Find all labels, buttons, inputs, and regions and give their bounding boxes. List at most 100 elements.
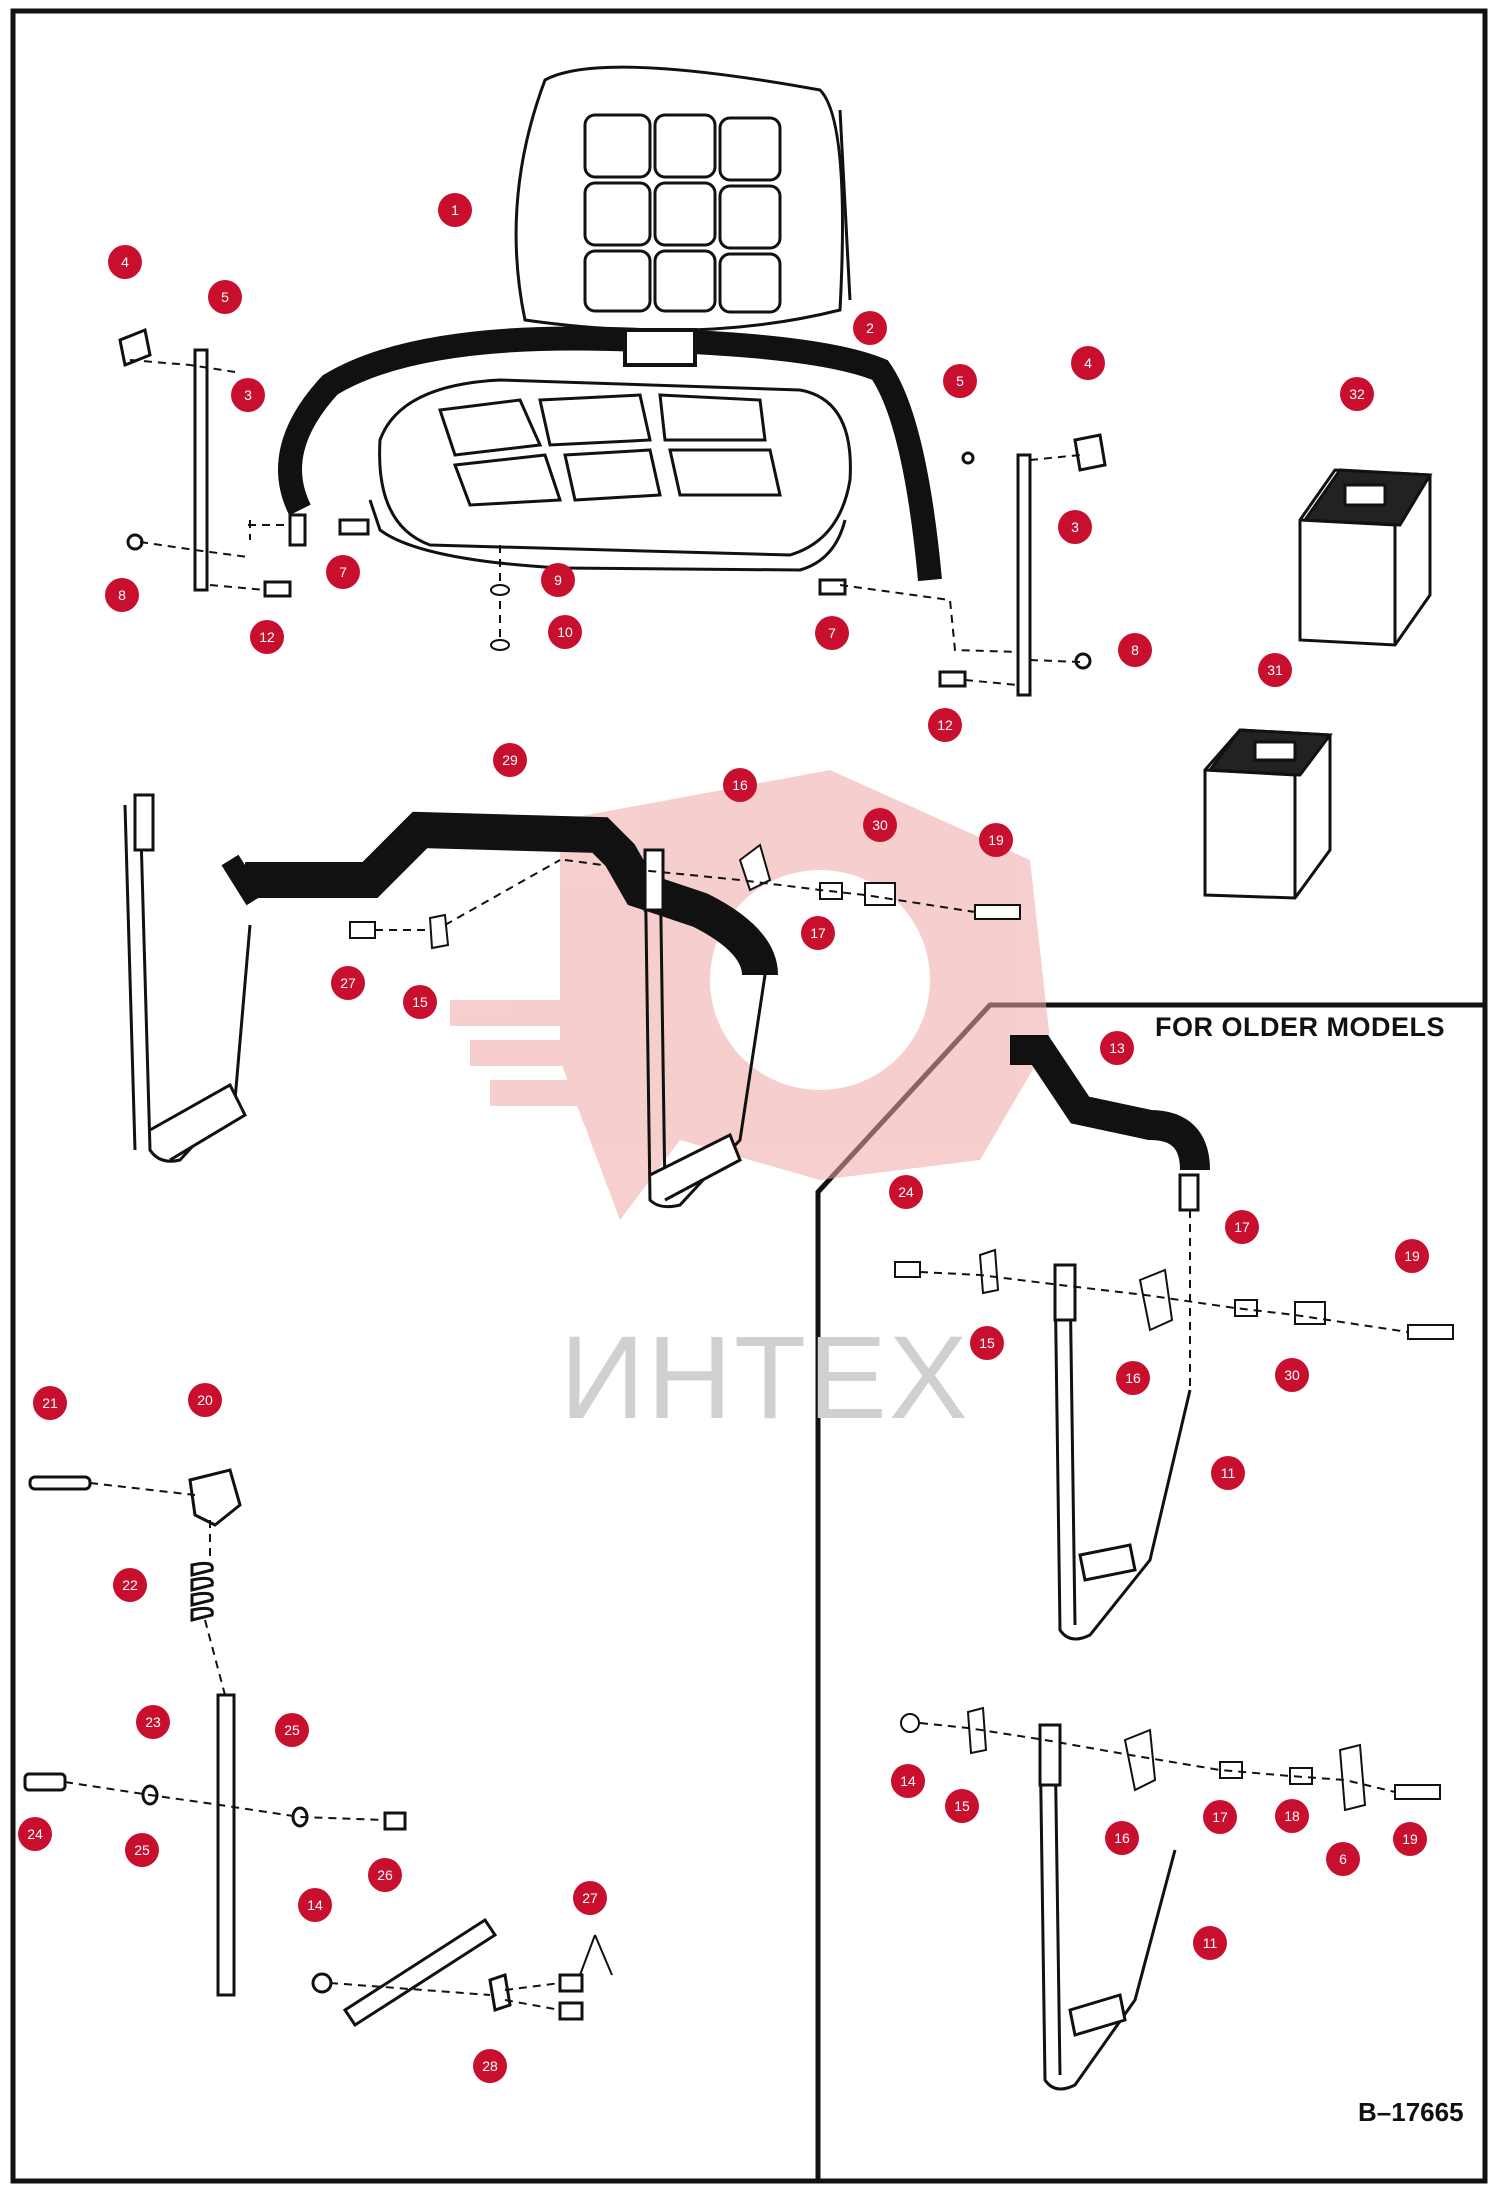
callout-24: 24 bbox=[889, 1175, 923, 1209]
callout-badge bbox=[1105, 1821, 1139, 1855]
callout-number: 25 bbox=[284, 1722, 300, 1738]
seat-assembly bbox=[278, 65, 942, 582]
callout-21: 21 bbox=[33, 1386, 67, 1420]
callout-5: 5 bbox=[208, 280, 242, 314]
callout-badge bbox=[18, 1817, 52, 1851]
callout-23: 23 bbox=[136, 1705, 170, 1739]
callout-number: 27 bbox=[340, 975, 356, 991]
older-models-caption: FOR OLDER MODELS bbox=[1155, 1012, 1445, 1042]
callout-number: 15 bbox=[412, 994, 428, 1010]
callout-30: 30 bbox=[863, 808, 897, 842]
callout-number: 9 bbox=[554, 572, 562, 588]
callout-badge bbox=[1340, 377, 1374, 411]
callout-17: 17 bbox=[801, 916, 835, 950]
callout-badge bbox=[368, 1858, 402, 1892]
seat-bar-29 bbox=[245, 811, 778, 977]
callout-number: 16 bbox=[732, 777, 748, 793]
callout-badge bbox=[108, 245, 142, 279]
callout-16: 16 bbox=[1116, 1361, 1150, 1395]
callout-badge bbox=[853, 311, 887, 345]
callout-25: 25 bbox=[125, 1833, 159, 1867]
older-models-hardware bbox=[894, 1248, 1454, 1812]
seat-bar-dashed-leaders bbox=[375, 859, 976, 931]
callout-14: 14 bbox=[891, 1764, 925, 1798]
callout-5: 5 bbox=[943, 364, 977, 398]
callout-number: 22 bbox=[122, 1577, 138, 1593]
callout-number: 27 bbox=[582, 1890, 598, 1906]
callout-badge bbox=[125, 1833, 159, 1867]
seat-back bbox=[514, 65, 844, 332]
callout-4: 4 bbox=[108, 245, 142, 279]
callout-badge bbox=[723, 768, 757, 802]
callout-badge bbox=[1258, 653, 1292, 687]
callout-badge bbox=[1393, 1822, 1427, 1856]
callout-badge bbox=[1275, 1799, 1309, 1833]
callout-badge bbox=[889, 1175, 923, 1209]
callout-8: 8 bbox=[1118, 633, 1152, 667]
callout-29: 29 bbox=[493, 743, 527, 777]
callout-number: 11 bbox=[1203, 1935, 1218, 1951]
older-models-drawing bbox=[1010, 1035, 1210, 2091]
watermark-text: ИНТЕХ bbox=[560, 1312, 970, 1444]
callout-27-bracket bbox=[579, 1934, 613, 1976]
callout-number: 16 bbox=[1114, 1830, 1130, 1846]
callout-badge bbox=[33, 1386, 67, 1420]
callout-27: 27 bbox=[573, 1881, 607, 1915]
callout-19: 19 bbox=[1395, 1239, 1429, 1273]
callout-17: 17 bbox=[1225, 1210, 1259, 1244]
callout-number: 5 bbox=[956, 373, 964, 389]
callout-badge bbox=[815, 616, 849, 650]
callout-number: 23 bbox=[145, 1714, 161, 1730]
callout-number: 24 bbox=[898, 1184, 914, 1200]
callout-badge bbox=[105, 578, 139, 612]
callout-number: 1 bbox=[451, 202, 459, 218]
callout-number: 19 bbox=[1402, 1831, 1418, 1847]
callout-32: 32 bbox=[1340, 377, 1374, 411]
callout-18: 18 bbox=[1275, 1799, 1309, 1833]
callout-number: 4 bbox=[1084, 355, 1092, 371]
outer-frame bbox=[10, 8, 1488, 2184]
callout-badge bbox=[1275, 1358, 1309, 1392]
callout-7: 7 bbox=[326, 555, 360, 589]
seat-bar-assembly bbox=[123, 793, 778, 1209]
callout-badge bbox=[113, 1568, 147, 1602]
seat-dashed-leaders bbox=[129, 359, 1081, 686]
callout-badge bbox=[1100, 1031, 1134, 1065]
callout-number: 12 bbox=[937, 717, 953, 733]
callout-11: 11 bbox=[1193, 1926, 1227, 1960]
callout-number: 11 bbox=[1221, 1465, 1236, 1481]
callout-badge bbox=[943, 364, 977, 398]
callout-8: 8 bbox=[105, 578, 139, 612]
drawing-number: B–17665 bbox=[1358, 2097, 1464, 2127]
callout-20: 20 bbox=[188, 1383, 222, 1417]
callout-badge bbox=[231, 378, 265, 412]
left-seat-bracket bbox=[118, 327, 370, 598]
callout-badge bbox=[136, 1705, 170, 1739]
pedal-dashed-leaders bbox=[64, 1482, 561, 2011]
callout-number: 17 bbox=[1234, 1219, 1250, 1235]
callout-number: 4 bbox=[121, 254, 129, 270]
callout-number: 14 bbox=[307, 1897, 323, 1913]
callout-badge bbox=[863, 808, 897, 842]
callout-badge bbox=[541, 563, 575, 597]
callout-4: 4 bbox=[1071, 346, 1105, 380]
callout-number: 13 bbox=[1109, 1040, 1125, 1056]
callout-7: 7 bbox=[815, 616, 849, 650]
seat-cushion bbox=[378, 378, 852, 557]
callout-number: 17 bbox=[1212, 1809, 1228, 1825]
callout-13: 13 bbox=[1100, 1031, 1134, 1065]
callout-number: 32 bbox=[1349, 386, 1365, 402]
callout-badge bbox=[573, 1881, 607, 1915]
callout-badge bbox=[1058, 510, 1092, 544]
callout-number: 6 bbox=[1339, 1851, 1347, 1867]
callout-badge bbox=[208, 280, 242, 314]
callout-number: 3 bbox=[1071, 519, 1079, 535]
callout-24: 24 bbox=[18, 1817, 52, 1851]
callout-badge bbox=[438, 193, 472, 227]
callout-3: 3 bbox=[1058, 510, 1092, 544]
callout-31: 31 bbox=[1258, 653, 1292, 687]
callout-30: 30 bbox=[1275, 1358, 1309, 1392]
callout-number: 21 bbox=[42, 1395, 58, 1411]
callout-number: 12 bbox=[259, 629, 275, 645]
